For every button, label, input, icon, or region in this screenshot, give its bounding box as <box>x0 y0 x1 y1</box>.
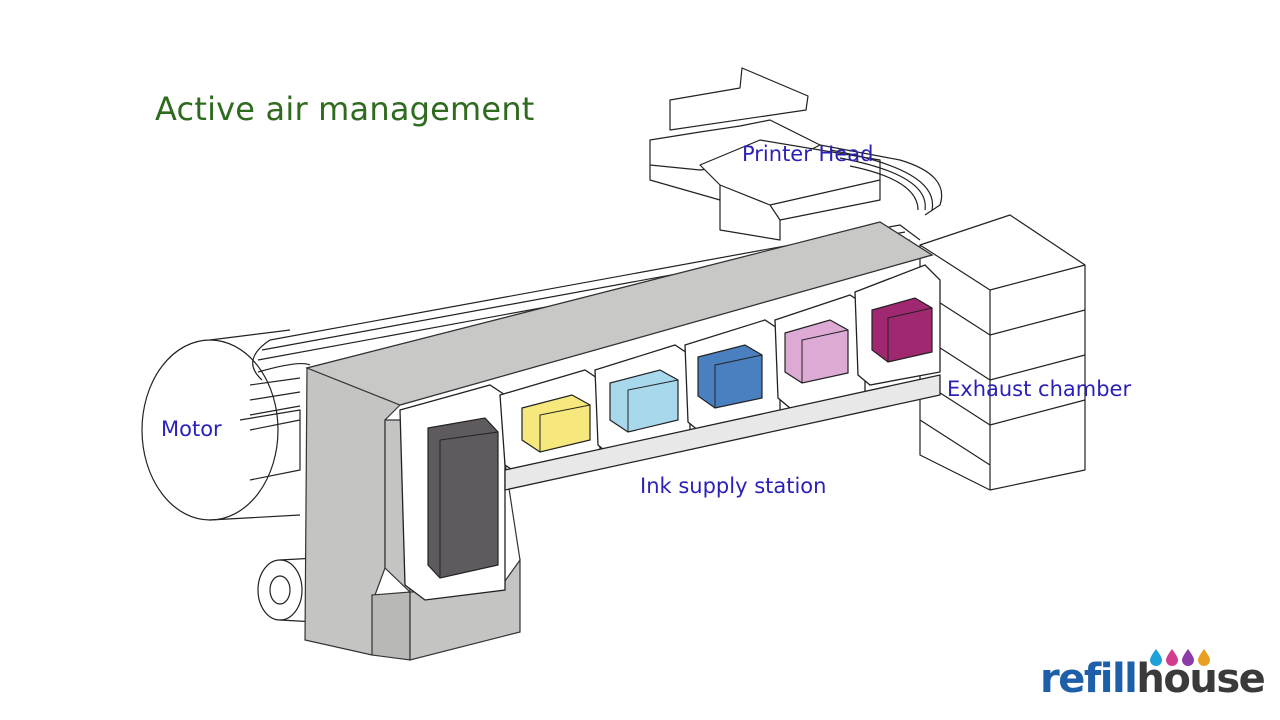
ink-drops-icon <box>1150 649 1210 666</box>
printer-head-label: Printer Head <box>742 142 874 166</box>
cartridge-details <box>439 307 933 578</box>
printer-head-drawing <box>649 67 943 241</box>
logo-wordmark: refillhouse <box>1040 654 1266 704</box>
cartridge-black <box>427 417 499 579</box>
logo-part-refill: refill <box>1040 656 1138 702</box>
motor-label: Motor <box>161 417 222 441</box>
cartridge-cyan <box>609 369 679 433</box>
cartridge-magenta <box>871 297 933 363</box>
cartridge-blue <box>697 344 763 409</box>
exhaust-chamber-drawing <box>919 214 1086 491</box>
page-title: Active air management <box>155 90 535 128</box>
ink-cartridges <box>427 297 933 579</box>
refillhouse-logo: refillhouse <box>1040 648 1266 708</box>
logo-part-house: house <box>1136 656 1265 702</box>
ink-supply-station-label: Ink supply station <box>640 474 827 498</box>
exhaust-chamber-label: Exhaust chamber <box>947 377 1132 401</box>
cartridge-yellow <box>521 394 591 453</box>
cartridge-pink <box>784 319 849 384</box>
